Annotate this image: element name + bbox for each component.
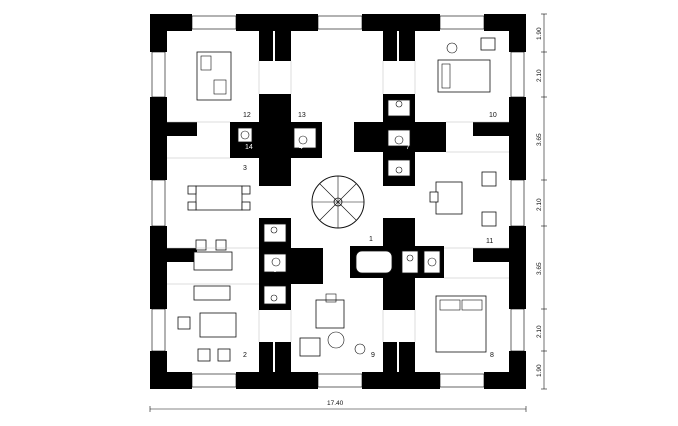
room-label-1: 1 (369, 236, 373, 243)
windows (151, 15, 525, 388)
room-label-10: 10 (489, 112, 497, 119)
room-label-3: 3 (243, 165, 247, 172)
room-label-2: 2 (243, 352, 247, 359)
dim-right-4: 2.10 (536, 198, 543, 211)
dimension-right: 1.90 2.10 3.65 2.10 3.65 2.10 1.90 (536, 13, 547, 390)
dimension-bottom: 17.40 (149, 400, 527, 412)
room-label-6: 6 (273, 267, 277, 274)
room-label-5: 5 (409, 267, 413, 274)
room-label-13: 13 (298, 112, 306, 119)
room-label-9: 9 (371, 352, 375, 359)
spiral-staircase (311, 175, 365, 229)
room-label-14: 14 (245, 144, 253, 151)
room-labels: 1 2 3 4 5 6 7 8 9 10 11 12 13 14 (243, 112, 497, 359)
dim-right-5: 3.65 (536, 262, 543, 275)
room-label-4: 4 (299, 144, 303, 151)
wet-core-fixtures (237, 99, 441, 305)
room-label-11: 11 (486, 238, 493, 245)
dim-right-7: 1.90 (536, 364, 543, 377)
dim-right-3: 3.65 (536, 133, 543, 146)
room-label-12: 12 (243, 112, 251, 119)
room-label-8: 8 (490, 352, 494, 359)
outer-walls (150, 14, 526, 389)
dim-right-1: 1.90 (536, 27, 543, 40)
dim-right-6: 2.10 (536, 325, 543, 338)
dim-total-width: 17.40 (327, 400, 344, 407)
room-label-7: 7 (406, 144, 410, 151)
door-swing-lines (167, 61, 509, 342)
dim-right-2: 2.10 (536, 69, 543, 82)
furniture (177, 37, 497, 362)
